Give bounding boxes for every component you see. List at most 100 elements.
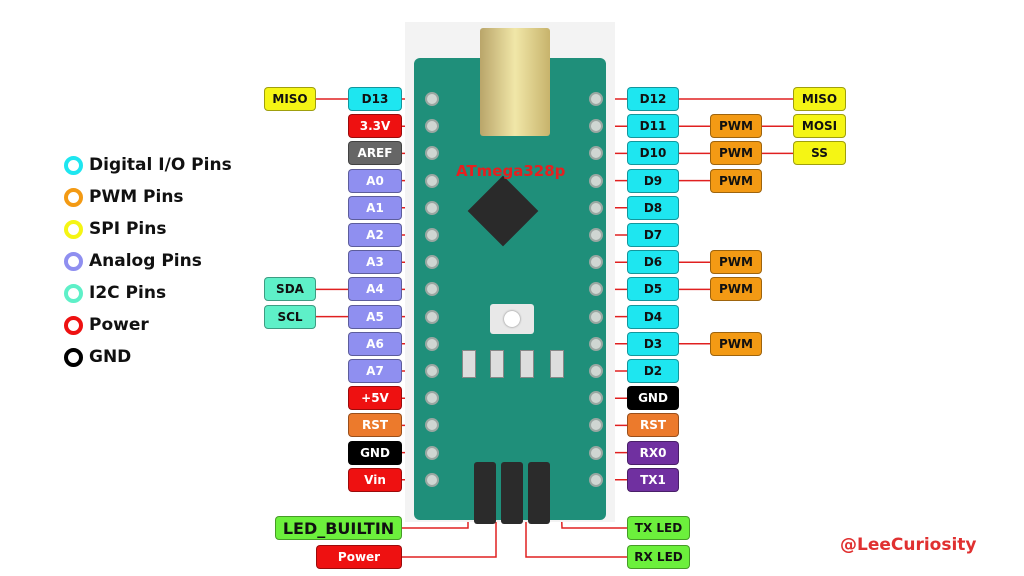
pin-pad [589,146,603,161]
icsp-header [528,462,550,524]
led-builtin-label: LED_BUILTIN [275,516,402,540]
pin-pad [589,119,603,134]
pin-label-a3: A3 [348,250,402,275]
legend-ring-icon [64,219,83,239]
pin-label-a0: A0 [348,168,402,193]
legend-label: Digital I/O Pins [89,155,232,175]
pin-label-d10: D10 [627,141,679,166]
pin-pad [425,255,439,270]
pin-label-d11: D11 [627,114,679,139]
spi-label-miso: MISO [793,87,846,111]
pin-pad [589,228,603,242]
function-label-sda: SDA [264,277,316,302]
pin-label-d6: D6 [627,250,679,275]
pin-pad [589,309,603,324]
legend-ring-icon [64,251,83,271]
pin-label-a1: A1 [348,195,402,220]
legend-ring-icon [64,315,83,335]
legend-item-pwm: PWM Pins [64,187,184,207]
pin-pad [425,445,439,460]
pin-label-d9: D9 [627,168,679,193]
pin-label-rst: RST [627,413,679,438]
pin-pad [589,200,603,215]
spi-label-ss: SS [793,141,846,166]
pin-pad [589,282,603,297]
pin-label-d4: D4 [627,304,679,329]
pwm-label: PWM [710,141,762,166]
pin-label-d7: D7 [627,223,679,247]
pin-label-aref: AREF [348,141,402,166]
power-led-label: Power [316,545,402,569]
legend-ring-icon [64,283,83,303]
pin-pad [425,146,439,161]
legend-item-analog: Analog Pins [64,251,202,271]
pin-pad [589,418,603,433]
pin-label-a6: A6 [348,331,402,356]
pin-pad [589,445,603,460]
pwm-label: PWM [710,250,762,275]
pin-pad [425,472,439,487]
mcu-label: ATmega328p [456,162,566,180]
pwm-label: PWM [710,331,762,356]
pin-label-vin: Vin [348,467,402,492]
pin-label-d8: D8 [627,195,679,220]
legend-label: I2C Pins [89,283,167,303]
pin-pad [425,364,439,378]
legend-ring-icon [64,187,83,207]
pin-label-d2: D2 [627,359,679,383]
pin-pad [589,173,603,188]
pwm-label: PWM [710,114,762,139]
legend-item-power: Power [64,315,149,335]
led-builtin-indicator [462,350,476,378]
legend-item-gnd: GND [64,347,131,367]
pin-label-5v: +5V [348,386,402,411]
power-led-indicator [490,350,504,378]
pin-pad [589,255,603,270]
pin-label-33v: 3.3V [348,114,402,139]
icsp-header [474,462,496,524]
pin-pad [589,472,603,487]
legend-item-i2c: I2C Pins [64,283,166,303]
pin-label-d3: D3 [627,331,679,356]
pin-label-gnd: GND [627,386,679,411]
tx-led-label: TX LED [627,516,690,540]
pin-pad [425,309,439,324]
legend-label: PWM Pins [89,187,184,207]
pin-pad [425,92,439,106]
pin-pad [425,282,439,297]
pwm-label: PWM [710,277,762,302]
function-label-miso: MISO [264,87,316,111]
pin-pad [589,92,603,106]
rx-led-indicator [520,350,534,378]
pin-pad [425,200,439,215]
mini-usb-connector [480,28,550,136]
pin-label-d12: D12 [627,87,679,111]
pwm-label: PWM [710,168,762,193]
pin-label-gnd: GND [348,440,402,465]
icsp-header [501,462,523,524]
pin-label-a5: A5 [348,304,402,329]
reset-button [490,304,534,334]
legend-ring-icon [64,347,83,367]
legend-label: GND [89,347,132,367]
pin-label-tx1: TX1 [627,467,679,492]
pin-label-d5: D5 [627,277,679,302]
pin-pad [425,391,439,406]
pin-pad [425,418,439,433]
pin-pad [425,173,439,188]
pin-label-a2: A2 [348,223,402,247]
rx-led-label: RX LED [627,545,690,569]
pin-pad [425,119,439,134]
legend-label: Power [89,315,149,335]
pin-pad [589,336,603,351]
legend-item-digital: Digital I/O Pins [64,155,232,175]
tx-led-indicator [550,350,564,378]
pin-pad [425,228,439,242]
author-credit: @LeeCuriosity [840,535,977,555]
spi-label-mosi: MOSI [793,114,846,139]
legend-ring-icon [64,155,83,175]
pin-label-rx0: RX0 [627,440,679,465]
pin-label-d13: D13 [348,87,402,111]
function-label-scl: SCL [264,304,316,329]
pin-pad [589,391,603,406]
